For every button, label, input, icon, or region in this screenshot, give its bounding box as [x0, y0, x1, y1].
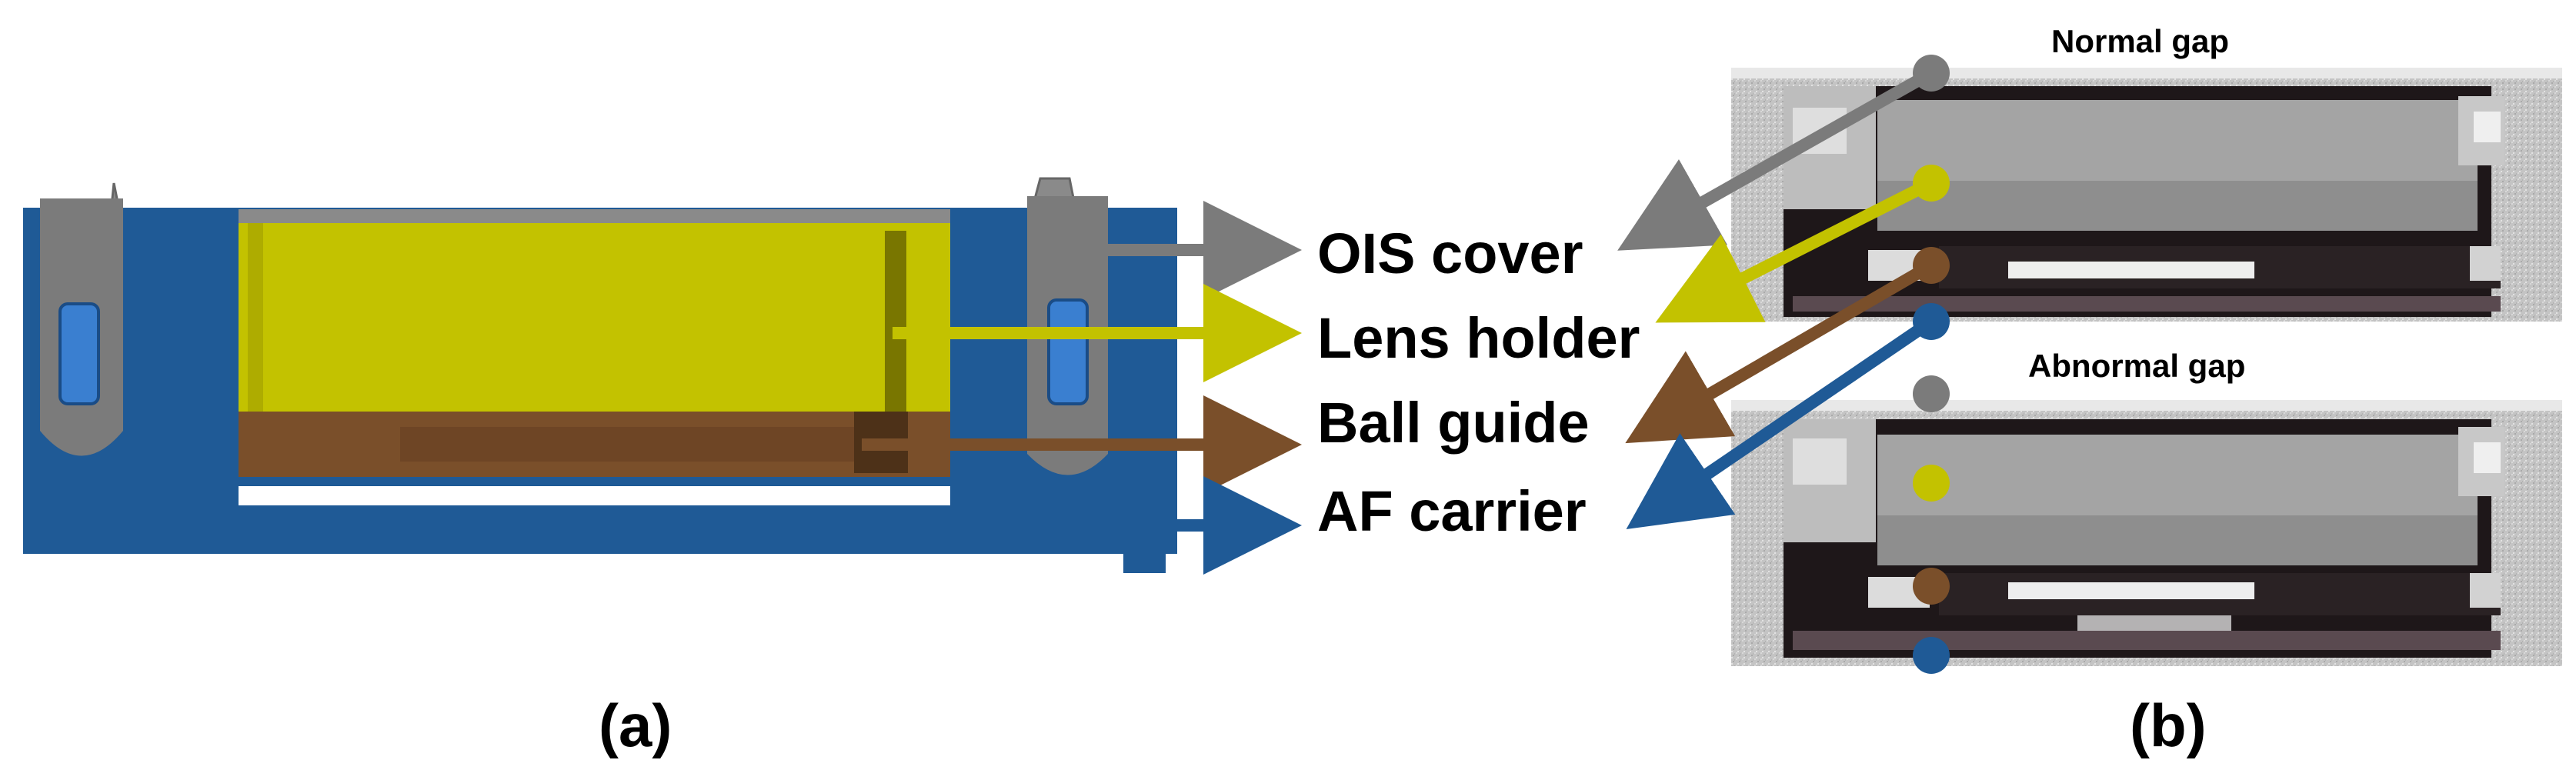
label-lens-holder: Lens holder: [1317, 306, 1640, 370]
ois-cover-clip-left: [40, 182, 123, 456]
dot-lens-normal: [1913, 165, 1950, 202]
dot-ball-normal: [1913, 247, 1950, 284]
ois-cover-top: [239, 209, 950, 223]
gap-strip: [239, 486, 950, 505]
af-carrier-foot: [1123, 550, 1166, 573]
title-abnormal-gap: Abnormal gap: [2028, 348, 2245, 384]
panel-label-a: (a): [599, 692, 672, 759]
dot-ois-normal: [1913, 55, 1950, 92]
arrow-lens-b: [1655, 177, 1934, 323]
dot-af-abnormal: [1913, 637, 1950, 674]
arrow-af-b: [1626, 316, 1935, 530]
dot-af-normal: [1913, 303, 1950, 340]
arrow-ois-b: [1617, 68, 1934, 251]
dot-lens-abnormal: [1913, 465, 1950, 502]
arrow-ball-b: [1625, 260, 1935, 444]
cad-cross-section: [23, 177, 1177, 573]
dot-ball-abnormal: [1913, 568, 1950, 605]
blue-slot-left: [58, 302, 100, 405]
label-af-carrier: AF carrier: [1317, 479, 1587, 543]
blue-slot-right: [1047, 298, 1089, 405]
label-ball-guide: Ball guide: [1317, 391, 1590, 455]
panel-label-b: (b): [2130, 692, 2207, 759]
label-ois-cover: OIS cover: [1317, 222, 1583, 285]
photo-normal-gap: [1731, 68, 2562, 322]
dot-ois-abnormal: [1913, 375, 1950, 412]
title-normal-gap: Normal gap: [2051, 23, 2229, 59]
ois-cover-clip-right: [1027, 177, 1108, 475]
lens-holder-block: [239, 223, 950, 412]
photo-abnormal-gap: [1731, 400, 2562, 666]
